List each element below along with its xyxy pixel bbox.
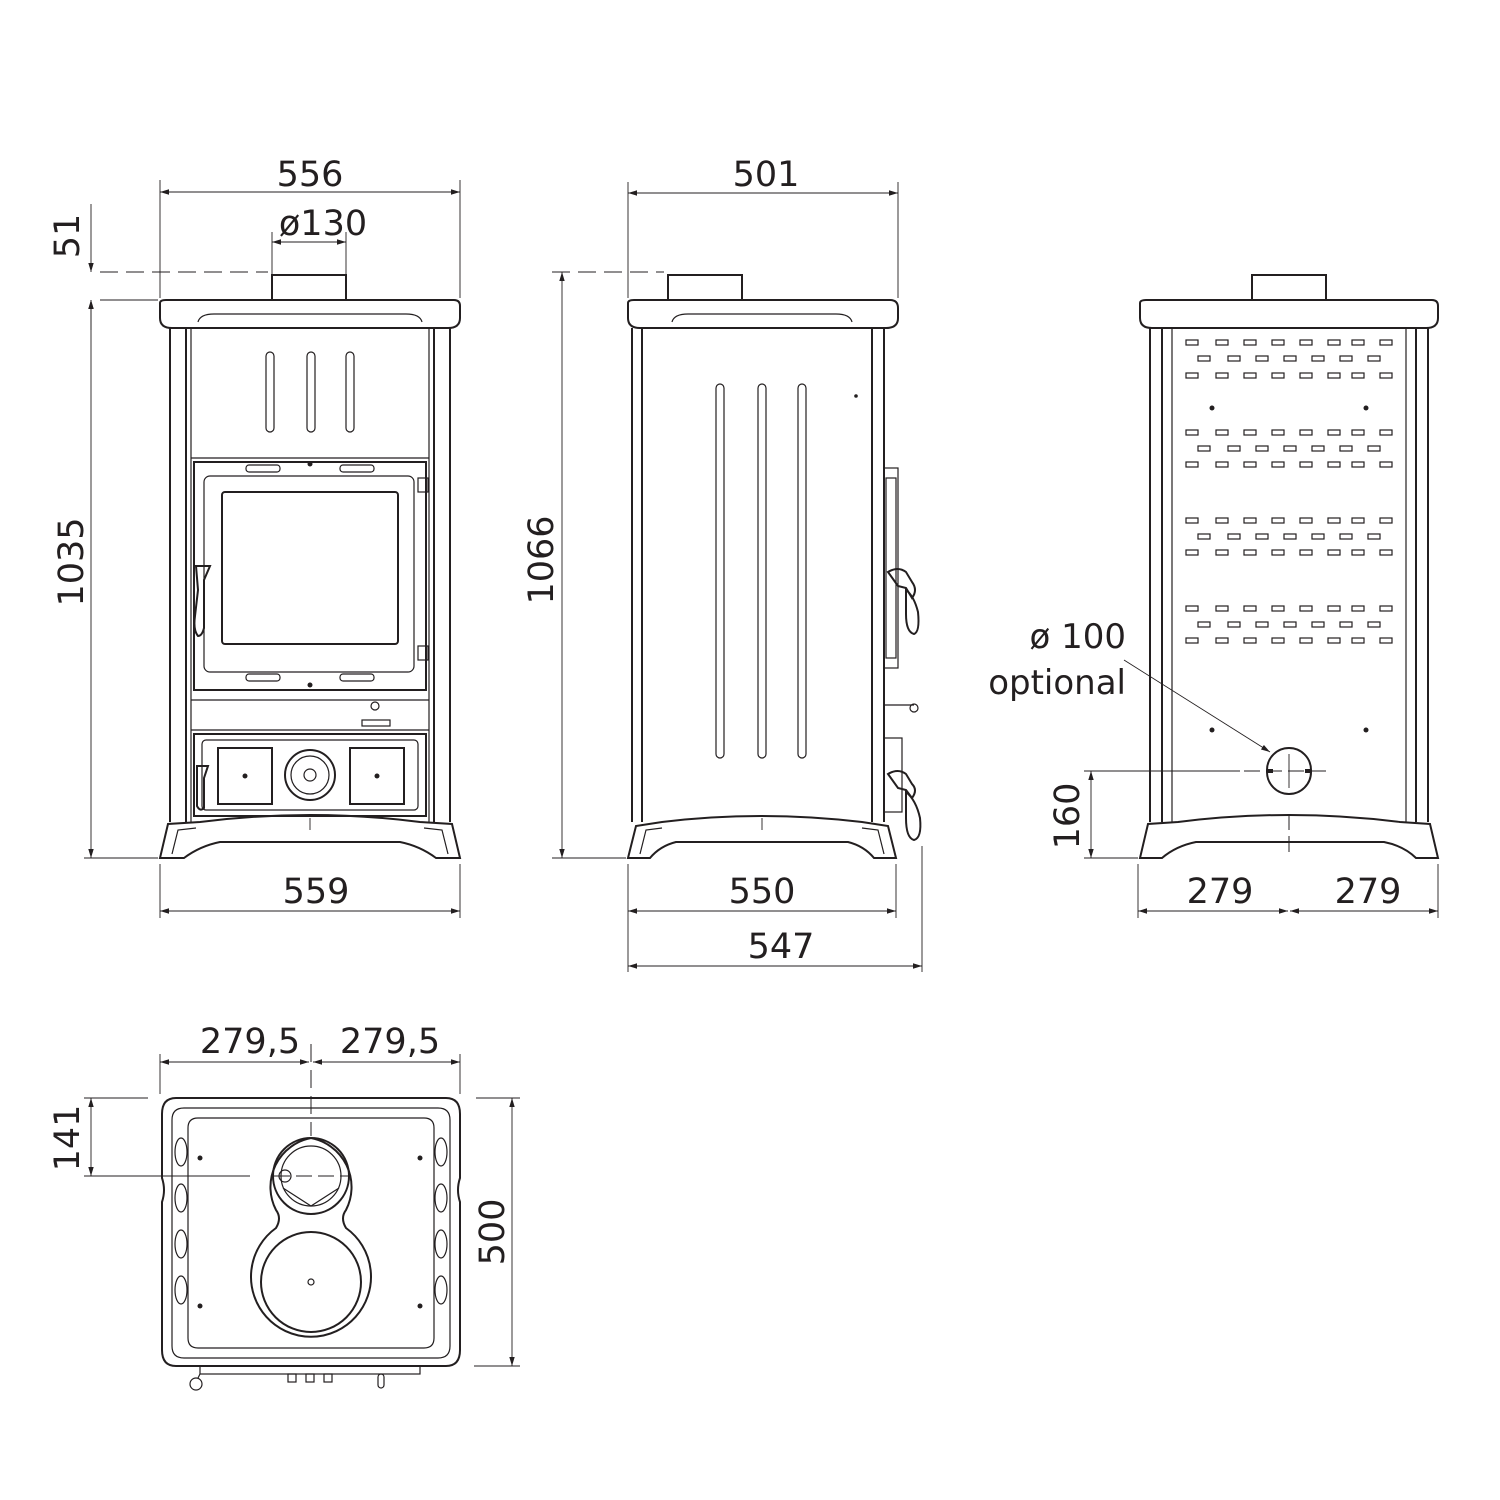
rear-view [1138,274,1440,859]
side-depth-top-label: 501 [733,155,800,195]
rear-optional-label: optional [988,663,1126,703]
rear-outlet-height-label: 160 [1048,783,1088,850]
side-view [626,274,922,859]
rear-vent-slots-group-2 [1185,429,1393,468]
front-height-label: 1035 [52,517,92,606]
side-depth-total-label: 547 [748,927,815,967]
top-view [161,1097,461,1391]
front-width-top-label: 556 [277,155,344,195]
rear-vent-slots-group-3 [1185,517,1393,556]
rear-half-width-left-label: 279 [1187,872,1254,912]
top-dimensions: 279,5 279,5 141 500 [48,1022,520,1367]
top-half-width-left-label: 279,5 [200,1022,300,1062]
front-dimensions: 556 ø130 51 1035 559 [48,155,461,918]
front-flue-height-label: 51 [48,214,88,259]
top-side-vents [174,1137,448,1305]
rear-optional-outlet-diameter-label: ø 100 [1029,617,1126,657]
front-view [158,274,462,859]
rear-dimensions: ø 100 optional 160 279 279 [988,617,1439,918]
side-depth-base-label: 550 [729,872,796,912]
rear-vent-slots-group-4 [1185,605,1393,644]
side-height-label: 1066 [522,515,562,604]
rear-vent-slots-group-1 [1185,339,1393,379]
top-depth-label: 500 [473,1199,513,1266]
front-flue-diameter-label: ø130 [279,204,367,244]
rear-vent-slots [1185,339,1393,644]
rear-half-width-right-label: 279 [1335,872,1402,912]
side-dimensions: 501 1066 550 547 [522,155,923,972]
top-half-width-right-label: 279,5 [340,1022,440,1062]
top-flue-offset-label: 141 [48,1105,88,1172]
front-width-base-label: 559 [283,872,350,912]
rear-optional-outlet [1265,746,1313,796]
